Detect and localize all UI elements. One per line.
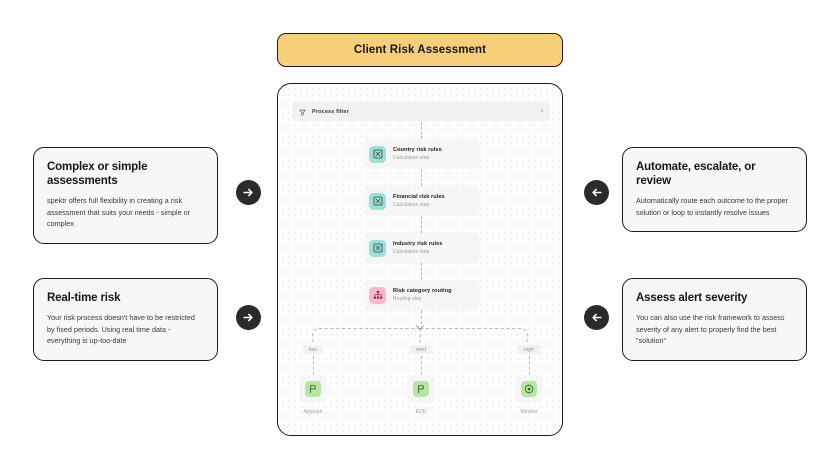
connector-node3-to-node4	[421, 263, 422, 280]
callout-body: spektr offers full flexibility in creati…	[47, 196, 191, 229]
calculation-icon	[369, 192, 386, 210]
callout-heading: Automate, escalate, or review	[636, 161, 756, 188]
diagram-title-banner: Client Risk Assessment	[277, 33, 563, 67]
flow-terminal-edd[interactable]	[407, 375, 435, 403]
node-title: Industry risk rules	[393, 241, 443, 248]
connector-node4-to-split	[421, 310, 422, 330]
terminal-label-edd: EDD	[415, 409, 427, 415]
callout-heading: Real-time risk	[47, 292, 121, 304]
branch-label-high: high	[518, 345, 540, 354]
calculation-icon	[369, 145, 386, 163]
node-subtitle: Calculation step	[393, 201, 430, 208]
flow-canvas-panel: Process filter › Country risk rules Calc…	[277, 83, 563, 436]
calculation-icon	[369, 239, 386, 257]
arrow-left-icon	[584, 305, 609, 330]
node-title: Risk category routing	[393, 288, 452, 295]
flow-terminal-monitor[interactable]	[515, 375, 543, 403]
arrow-right-icon	[236, 305, 261, 330]
callout-real-time-risk: Real-time risk Your risk process doesn't…	[33, 278, 218, 361]
branch-label-low: low	[303, 345, 323, 354]
flag-icon	[305, 381, 321, 397]
arrow-left-icon	[584, 180, 609, 205]
callout-assess-alert-severity: Assess alert severity You can also use t…	[622, 278, 807, 361]
process-filter-label: Process filter	[312, 108, 349, 115]
terminal-label-approve: Approve	[303, 409, 323, 415]
callout-body: You can also use the risk framework to a…	[636, 313, 785, 346]
connector-node2-to-node3	[421, 216, 422, 233]
arrow-right-icon	[236, 180, 261, 205]
node-subtitle: Calculation step	[393, 248, 430, 255]
connector-low-to-approve	[313, 356, 314, 375]
chevron-right-icon[interactable]: ›	[540, 108, 543, 115]
terminal-label-monitor: Monitor	[520, 409, 538, 415]
node-subtitle: Calculation step	[393, 154, 430, 161]
connector-high-to-monitor	[529, 356, 530, 375]
flow-node-country-risk-rules[interactable]: Country risk rules Calculation step	[363, 139, 480, 169]
connector-node1-to-node2	[421, 169, 422, 186]
routing-icon	[369, 286, 386, 304]
node-title: Financial risk rules	[393, 194, 445, 201]
branch-label-med: med	[410, 345, 432, 354]
process-filter-bar[interactable]: Process filter ›	[292, 102, 550, 121]
connector-med-to-edd	[421, 356, 422, 375]
callout-heading: Assess alert severity	[636, 292, 748, 304]
callout-heading: Complex or simple assessments	[47, 161, 148, 188]
flow-node-risk-category-routing[interactable]: Risk category routing Routing step	[363, 280, 480, 310]
callout-complex-or-simple-assessments: Complex or simple assessments spektr off…	[33, 147, 218, 244]
flow-node-industry-risk-rules[interactable]: Industry risk rules Calculation step	[363, 233, 480, 263]
target-icon	[521, 381, 537, 397]
flag-icon	[413, 381, 429, 397]
flow-node-financial-risk-rules[interactable]: Financial risk rules Calculation step	[363, 186, 480, 216]
callout-automate-escalate-or-review: Automate, escalate, or review Automatica…	[622, 147, 807, 233]
callout-body: Automatically route each outcome to the …	[636, 196, 788, 217]
page-title: Client Risk Assessment	[353, 44, 487, 56]
connector-filter-to-node1	[421, 122, 422, 139]
node-title: Country risk rules	[393, 147, 442, 154]
callout-body: Your risk process doesn't have to be res…	[47, 313, 195, 346]
flow-terminal-approve[interactable]	[299, 375, 327, 403]
funnel-icon	[299, 103, 306, 121]
node-subtitle: Routing step	[393, 295, 422, 302]
